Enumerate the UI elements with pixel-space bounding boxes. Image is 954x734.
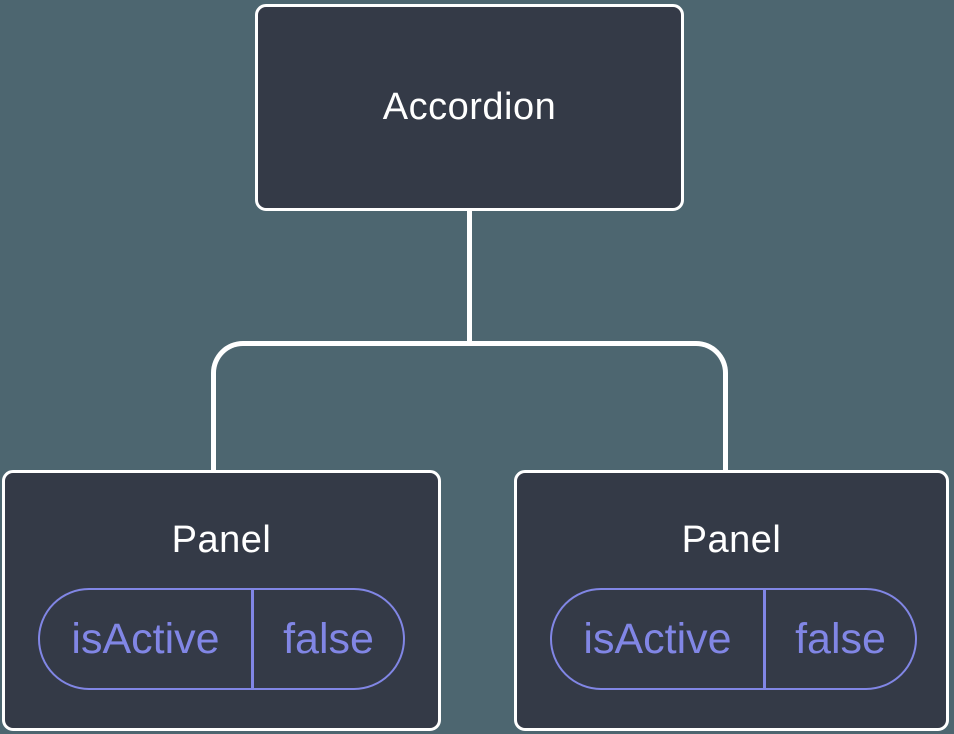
tree-node-accordion: Accordion xyxy=(255,4,684,211)
node-label-panel-right: Panel xyxy=(681,519,782,561)
state-value-left: false xyxy=(283,614,374,663)
state-name-left: isActive xyxy=(40,590,254,688)
node-label-accordion: Accordion xyxy=(382,86,557,128)
state-name-right: isActive xyxy=(552,590,766,688)
connector-root-stem xyxy=(467,211,472,345)
state-value-right: false xyxy=(795,614,886,663)
tree-node-panel-left: Panel isActive false xyxy=(2,470,441,731)
state-badge-right: isActive false xyxy=(550,588,917,690)
node-label-panel-left: Panel xyxy=(171,519,272,561)
state-badge-left: isActive false xyxy=(38,588,405,690)
tree-node-panel-right: Panel isActive false xyxy=(514,470,949,731)
connector-branch xyxy=(211,341,728,470)
